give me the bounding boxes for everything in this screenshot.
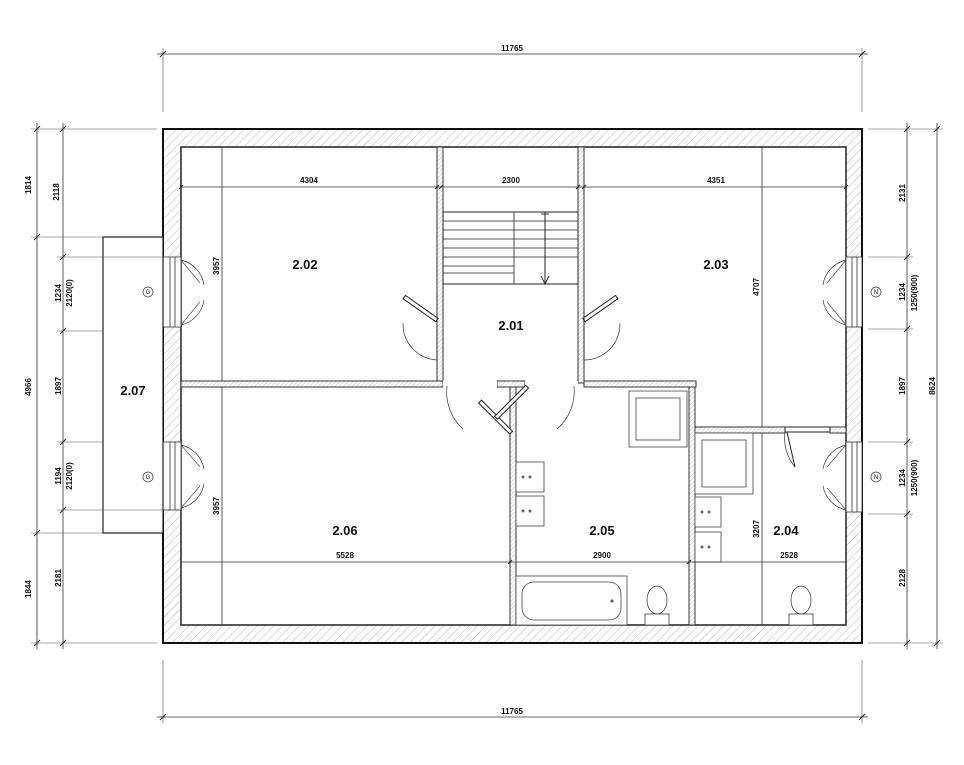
door-2-05 — [493, 381, 578, 430]
interior-dimensions — [178, 147, 849, 625]
window-right-upper — [822, 257, 858, 327]
shower-tray-2-04 — [694, 432, 754, 495]
sink-2-05-upper — [515, 461, 545, 493]
dim-room-2-05-width: 2900 — [593, 551, 611, 560]
dim-left-window-2: 2120(0) — [65, 462, 74, 490]
symbol-west-lower — [142, 471, 154, 483]
doors — [402, 294, 831, 468]
dim-right-outer: 8624 — [928, 377, 937, 395]
balcony-2-07 — [102, 236, 164, 534]
dim-left-inner-3: 1897 — [54, 377, 63, 395]
shower-tray-2-05 — [628, 390, 688, 448]
sink-2-04-upper — [694, 496, 722, 528]
dim-room-2-02-width: 4304 — [300, 176, 318, 185]
symbol-east-lower-label: N — [874, 475, 878, 481]
dim-left-inner-5: 2181 — [54, 569, 63, 587]
room-label-2-05: 2.05 — [589, 523, 614, 538]
room-label-2-07: 2.07 — [120, 383, 145, 398]
window-symbols: G G N N — [142, 286, 882, 483]
dim-left-outer-2: 4966 — [24, 378, 33, 396]
room-labels: 2.01 2.02 2.03 2.04 2.05 2.06 2.07 — [120, 257, 799, 538]
symbol-east-upper-label: N — [874, 290, 878, 296]
window-right-lower — [822, 442, 858, 512]
dim-right-inner-5: 2128 — [898, 569, 907, 587]
door-2-04 — [784, 426, 831, 468]
dim-top-overall: 11765 — [501, 44, 523, 53]
symbol-west-upper — [142, 286, 154, 298]
room-label-2-06: 2.06 — [332, 523, 357, 538]
dim-left-inner-4: 1194 — [54, 467, 63, 485]
dim-room-2-04-height: 3207 — [752, 520, 761, 538]
dim-right-inner-1: 2131 — [898, 184, 907, 202]
door-2-02 — [402, 294, 439, 362]
toilet-2-05 — [644, 585, 670, 626]
windows — [169, 257, 858, 512]
dim-room-2-03-height: 4707 — [752, 278, 761, 296]
dim-room-2-03-width: 4351 — [707, 176, 725, 185]
dim-left-outer-3: 1844 — [24, 580, 33, 598]
symbol-west-upper-label: G — [146, 290, 151, 296]
fixtures — [515, 390, 814, 626]
dim-bottom-overall: 11765 — [501, 707, 523, 716]
window-left-lower — [169, 442, 205, 510]
window-left-upper — [169, 257, 205, 327]
dim-left-outer-1: 1814 — [24, 176, 33, 194]
dim-right-inner-3: 1897 — [898, 377, 907, 395]
bathtub-2-05 — [515, 575, 628, 626]
dim-room-2-06-height: 3957 — [212, 497, 221, 515]
symbol-west-lower-label: G — [146, 475, 151, 481]
door-2-06 — [443, 381, 514, 435]
dim-right-inner-4: 1234 — [898, 469, 907, 487]
dim-left-inner-2: 1234 — [54, 284, 63, 302]
room-label-2-01: 2.01 — [498, 318, 523, 333]
toilet-2-04 — [788, 585, 814, 626]
symbol-east-upper — [870, 286, 882, 298]
room-label-2-04: 2.04 — [773, 523, 799, 538]
dim-left-window-1: 2120(0) — [65, 279, 74, 307]
dim-right-window-2: 1250(900) — [910, 459, 919, 496]
symbol-east-lower — [870, 471, 882, 483]
dim-right-inner-2: 1234 — [898, 283, 907, 301]
room-label-2-03: 2.03 — [703, 257, 728, 272]
sink-2-04-lower — [694, 531, 722, 563]
dim-right-window-1: 1250(900) — [910, 274, 919, 311]
dim-stair-width: 2300 — [502, 176, 520, 185]
staircase — [442, 211, 579, 286]
exterior-dimensions — [31, 48, 943, 723]
dim-room-2-06-width: 5528 — [336, 551, 354, 560]
dim-room-2-04-width: 2528 — [780, 551, 798, 560]
dim-left-inner-1: 2118 — [52, 183, 61, 201]
dimension-labels: 11765 11765 4304 2300 4351 5528 2900 252… — [24, 44, 937, 716]
room-label-2-02: 2.02 — [292, 257, 317, 272]
door-2-03 — [582, 294, 621, 362]
sink-2-05-lower — [515, 495, 545, 527]
dim-room-2-02-height: 3957 — [212, 257, 221, 275]
